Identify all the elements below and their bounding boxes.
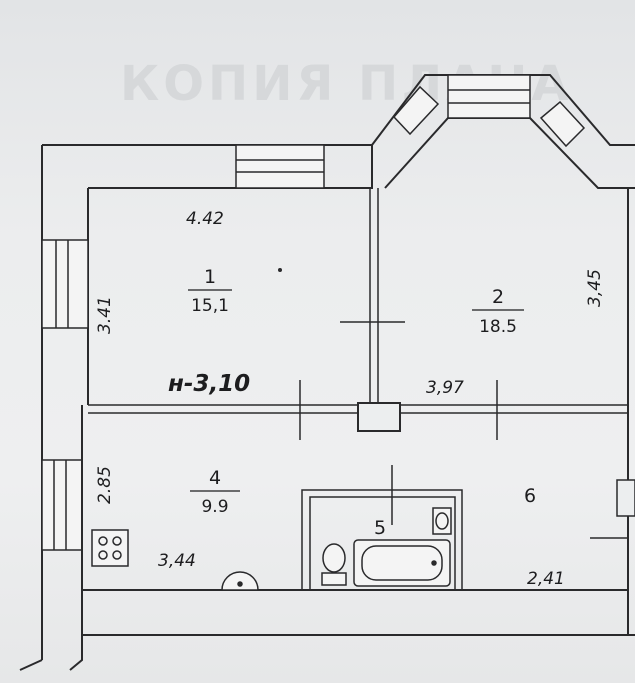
bathroom-walls bbox=[301, 489, 463, 591]
dim-room4-width: 3,44 bbox=[158, 551, 196, 571]
room-1-number: 1 bbox=[204, 266, 216, 288]
room-4-area: 9.9 bbox=[201, 497, 228, 517]
dim-room4-height: 2.85 bbox=[95, 466, 115, 504]
room-2-number: 2 bbox=[492, 286, 504, 308]
dim-hall-width: 2,41 bbox=[527, 569, 565, 589]
window-top bbox=[235, 144, 325, 189]
dim-room1-width: 4.42 bbox=[186, 209, 224, 229]
window-bay-left bbox=[392, 85, 440, 136]
ceiling-height: н-3,10 bbox=[168, 371, 250, 397]
window-bay-right bbox=[539, 100, 586, 148]
mark-dot bbox=[278, 268, 282, 272]
bathroom-sink bbox=[432, 507, 452, 535]
cross-marks bbox=[299, 321, 628, 539]
dim-room2-height: 3,45 bbox=[585, 269, 605, 307]
partition-room1-room2 bbox=[369, 188, 379, 405]
outer-wall-bottom bbox=[81, 589, 635, 636]
room-2-area: 18.5 bbox=[479, 317, 517, 337]
column-block bbox=[357, 402, 401, 432]
stove bbox=[91, 529, 129, 567]
entry-wall bbox=[19, 635, 83, 671]
kitchen-sink bbox=[221, 571, 259, 591]
dim-room1-height: 3.41 bbox=[95, 296, 115, 334]
room-4-number: 4 bbox=[209, 467, 221, 489]
window-bay-center bbox=[447, 74, 531, 119]
dim-room2-width: 3,97 bbox=[426, 378, 464, 398]
room-5-number: 5 bbox=[374, 517, 386, 539]
room-6-number: 6 bbox=[524, 485, 536, 507]
window-left-room4 bbox=[41, 459, 83, 551]
right-opening bbox=[616, 479, 635, 517]
bathtub bbox=[353, 539, 451, 587]
outer-wall-top bbox=[42, 144, 373, 189]
room-1-area: 15,1 bbox=[191, 296, 229, 316]
window-left-room1 bbox=[41, 239, 89, 329]
toilet bbox=[321, 543, 347, 586]
